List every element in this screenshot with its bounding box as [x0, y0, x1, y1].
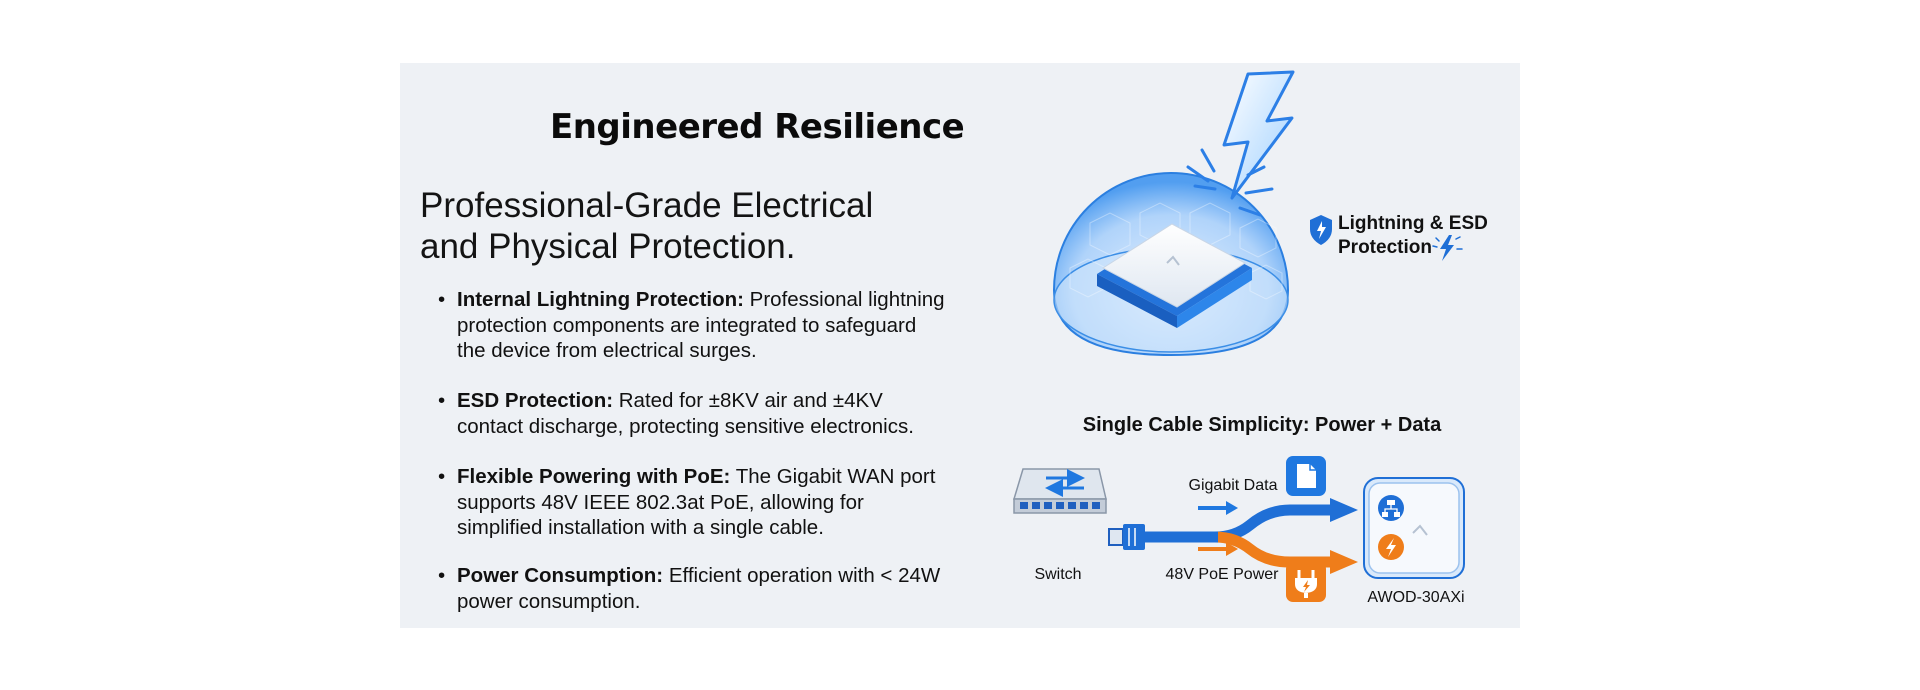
shield-icon: [1310, 215, 1332, 245]
bullet-heading: Power Consumption:: [457, 564, 664, 587]
device-label: AWOD-30AXi: [1367, 589, 1464, 606]
badge-line-2: Protection: [1338, 237, 1432, 258]
slide-subtitle: Professional-Grade Electrical and Physic…: [420, 186, 874, 266]
router-device: [1097, 223, 1252, 328]
badge-line-1: Lightning & ESD: [1338, 213, 1488, 234]
bolt-circle-icon: [1378, 534, 1404, 560]
bullet-text: The Gigabit WAN port supports 48V IEEE 8…: [457, 465, 936, 539]
ap-device: [1363, 477, 1465, 579]
switch-label: Switch: [1034, 566, 1081, 583]
document-icon: [1286, 456, 1326, 496]
list-item: • Internal Lightning Protection: Profess…: [438, 288, 945, 362]
list-item: • Flexible Powering with PoE: The Gigabi…: [438, 465, 936, 539]
power-plug-icon: [1286, 562, 1326, 602]
slide: Engineered Resilience Professional-Grade…: [400, 63, 1520, 628]
ethernet-connector-icon: [1108, 524, 1145, 550]
bullet-text: Professional lightning protection compon…: [457, 288, 945, 362]
lightning-bolt-icon: [1186, 70, 1295, 217]
power-label: 48V PoE Power: [1166, 566, 1280, 583]
data-label: Gigabit Data: [1189, 477, 1278, 494]
network-icon: [1378, 495, 1404, 521]
switch-icon: [1012, 468, 1107, 514]
cable-diagram-title: Single Cable Simplicity: Power + Data: [1083, 414, 1442, 436]
bolt-small-icon: [1432, 235, 1463, 261]
slide-title: Engineered Resilience: [550, 107, 965, 147]
illustration: Lightning & ESD Protection Single Cable …: [1012, 70, 1488, 606]
bullet-text: Efficient operation with < 24W power con…: [457, 564, 941, 613]
bullet-heading: ESD Protection:: [457, 389, 614, 412]
list-item: • Power Consumption: Efficient operation…: [438, 564, 941, 613]
bullet-text: Rated for ±8KV air and ±4KV contact disc…: [457, 389, 914, 438]
combined-cable: [1145, 498, 1358, 574]
list-item: • ESD Protection: Rated for ±8KV air and…: [438, 389, 914, 438]
bullet-heading: Internal Lightning Protection:: [457, 288, 744, 311]
bullet-heading: Flexible Powering with PoE:: [457, 465, 731, 488]
